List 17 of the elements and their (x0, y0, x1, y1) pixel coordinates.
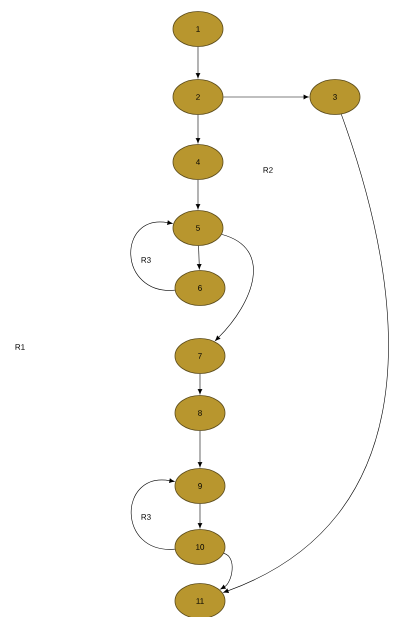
region-label: R3 (142, 514, 151, 520)
arrow (196, 46, 200, 78)
arrow (130, 478, 176, 550)
arrow (198, 504, 202, 528)
arrow (198, 430, 202, 468)
arrow (130, 220, 176, 290)
arrow (215, 234, 254, 341)
region-label: R1 (16, 344, 25, 350)
arrow (223, 114, 389, 593)
arrow (196, 114, 200, 144)
arrow (196, 246, 202, 270)
region-label: R2 (264, 167, 273, 173)
arrow (198, 374, 202, 394)
arrow (196, 180, 200, 210)
arrow (220, 553, 232, 590)
arrow (223, 94, 309, 100)
region-label: R3 (142, 257, 151, 263)
